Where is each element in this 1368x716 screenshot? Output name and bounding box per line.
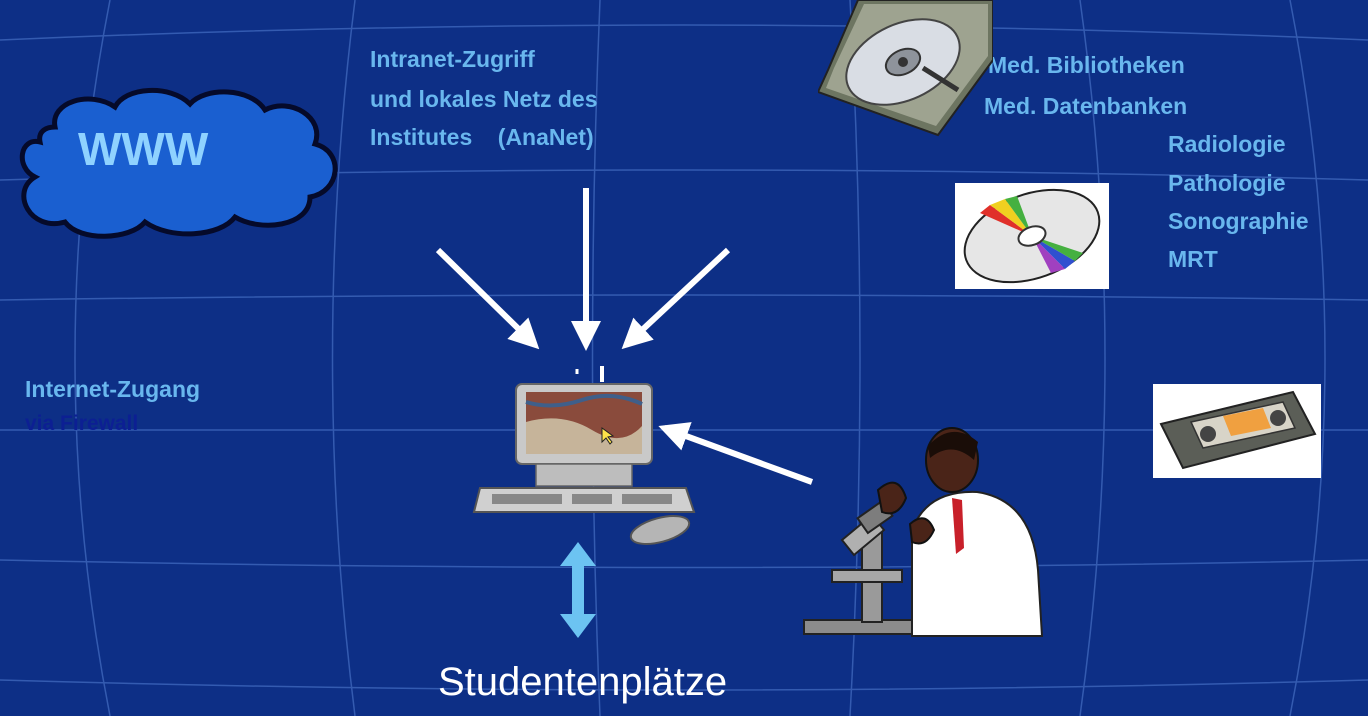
intranet-line-1: Intranet-Zugriff <box>370 46 535 72</box>
arrow-left-diagonal <box>435 247 540 350</box>
label-databases: Med. Datenbanken <box>984 93 1188 119</box>
cloud-label: WWW <box>78 123 209 175</box>
cd-icon <box>955 183 1109 289</box>
bottom-label: Studentenplätze <box>438 660 728 704</box>
arrow-from-researcher <box>658 422 814 485</box>
label-mrt: MRT <box>1168 246 1218 272</box>
researcher-microscope-icon <box>803 427 1044 637</box>
video-tape-icon <box>1153 384 1321 478</box>
double-arrow-icon <box>560 542 596 638</box>
computer-icon <box>472 383 696 545</box>
www-cloud-icon <box>19 88 338 239</box>
label-libraries: Med. Bibliotheken <box>988 52 1185 78</box>
hard-disk-icon <box>818 0 993 137</box>
arrow-right-diagonal <box>621 247 731 350</box>
label-radiology: Radiologie <box>1168 131 1286 157</box>
label-pathology: Pathologie <box>1168 170 1286 196</box>
label-sonography: Sonographie <box>1168 208 1309 234</box>
intranet-line-2: und lokales Netz des <box>370 86 598 112</box>
intranet-line-3: Institutes (AnaNet) <box>370 124 594 150</box>
internet-line-2: via Firewall <box>25 412 139 435</box>
internet-line-1: Internet-Zugang <box>25 376 201 402</box>
